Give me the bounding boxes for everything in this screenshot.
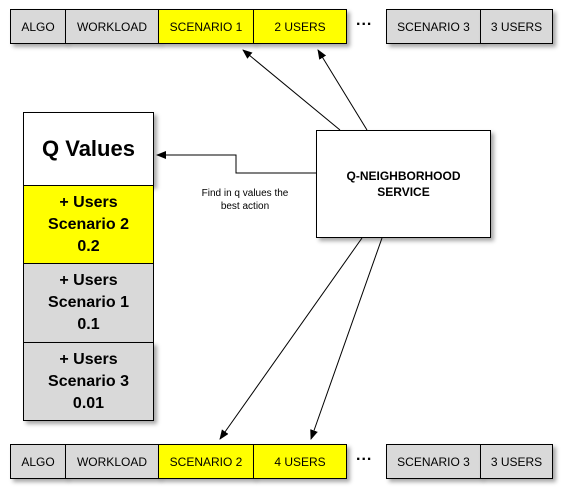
bottom-tail-scenario-cell: SCENARIO 3 [386,444,481,479]
q-entry-line2: Scenario 2 [48,215,129,233]
bottom-ellipsis: ... [356,447,373,464]
arrow-caption: Find in q values the best action [190,187,300,213]
top-scenario-cell: SCENARIO 1 [158,9,254,44]
arrow-service-to-top-users [317,49,368,131]
q-entry-line1: + Users [59,350,118,368]
caption-line2: best action [220,201,270,212]
q-values-title: Q Values [23,112,154,186]
arrow-service-to-bottom-users [310,237,383,440]
q-entry-value: 0.01 [72,394,105,412]
service-line1: Q-NEIGHBORHOOD [346,169,461,183]
service-line2: SERVICE [377,185,430,199]
q-entry-value: 0.1 [77,316,100,333]
q-entry-line1: + Users [59,272,118,289]
bottom-workload-cell: WORKLOAD [65,444,159,479]
q-entry-line2: Scenario 1 [48,294,129,311]
arrow-service-to-top-scenario [242,49,341,131]
top-users-cell: 2 USERS [253,9,347,44]
arrow-service-to-q-values [156,151,316,174]
q-values-title-text: Q Values [42,136,135,161]
q-entry-line1: + Users [59,193,118,211]
q-entry-value: 0.2 [77,237,100,255]
top-ellipsis: ... [356,12,373,29]
q-entry-scenario-2: + Users Scenario 2 0.2 [23,185,154,264]
bottom-users-cell: 4 USERS [253,444,347,479]
q-neighborhood-service-box: Q-NEIGHBORHOOD SERVICE [316,130,491,238]
top-algo-cell: ALGO [10,9,66,44]
bottom-tail-users-cell: 3 USERS [480,444,553,479]
caption-line1: Find in q values the [201,188,289,199]
top-workload-cell: WORKLOAD [65,9,159,44]
arrow-service-to-bottom-scenario [219,237,363,440]
q-entry-line2: Scenario 3 [48,372,129,390]
top-tail-users-cell: 3 USERS [480,9,553,44]
q-entry-scenario-3: + Users Scenario 3 0.01 [23,342,154,421]
bottom-scenario-cell: SCENARIO 2 [158,444,254,479]
top-tail-scenario-cell: SCENARIO 3 [386,9,481,44]
q-entry-scenario-1: + Users Scenario 1 0.1 [23,263,154,343]
